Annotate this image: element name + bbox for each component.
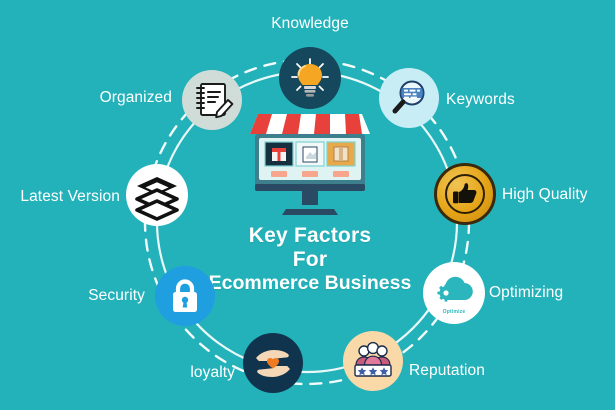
thumbs-up-icon [445,174,485,214]
lightbulb-icon [291,58,329,97]
node-keywords[interactable] [379,68,439,128]
label-organized: Organized [99,89,172,106]
label-latest-version: Latest Version [20,188,120,205]
center-block: Key Factors For Ecommerce Business [209,112,412,307]
hands-holding-heart-icon [256,350,290,377]
node-high-quality[interactable] [434,163,496,225]
center-title-line3: Ecommerce Business [208,271,412,294]
node-organized[interactable] [182,70,242,130]
online-store-monitor-icon [250,114,370,215]
label-security: Security [88,287,145,304]
node-loyalty[interactable] [243,333,303,393]
cloud-gear-icon [437,276,473,302]
node-optimizing[interactable]: Optimize [423,262,485,324]
notepad-pencil-icon [196,83,234,119]
node-knowledge[interactable] [279,47,341,109]
label-knowledge: Knowledge [271,15,349,32]
padlock-icon [173,279,197,312]
label-loyalty: loyalty [190,364,235,381]
center-title-line1: Key Factors [248,224,372,247]
node-latest-version[interactable] [126,164,188,226]
label-high-quality: High Quality [502,186,588,203]
center-title: Key Factors For Ecommerce Business [209,224,412,294]
node-reputation[interactable] [343,331,403,391]
label-optimizing: Optimizing [489,284,564,301]
label-keywords: Keywords [446,91,515,108]
stacked-layers-icon [135,177,179,221]
people-star-rating-icon [354,341,392,377]
node-security[interactable] [155,266,215,326]
optimizing-caption: Optimize [442,309,466,315]
center-title-line2: For [292,247,328,271]
label-reputation: Reputation [409,362,485,379]
magnifying-glass-icon [392,80,425,114]
